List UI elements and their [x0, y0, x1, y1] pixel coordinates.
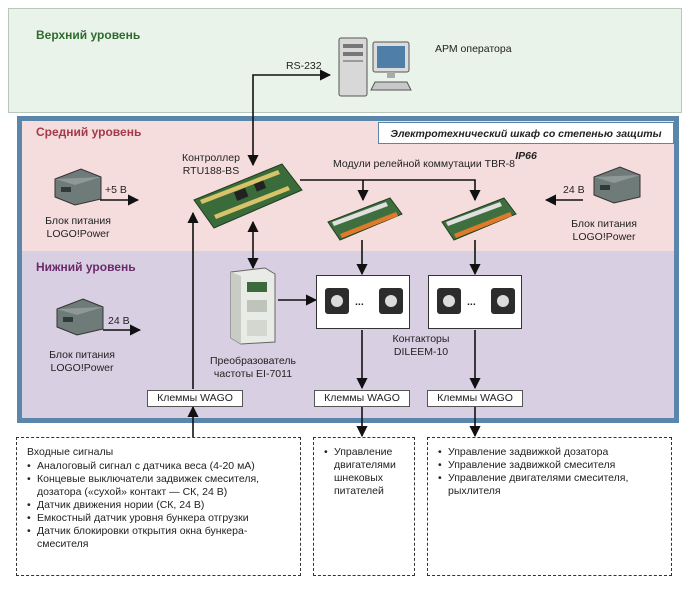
controller-label-line2: RTU188-BS: [182, 165, 240, 177]
contactor-group-2: ...: [428, 275, 522, 329]
output-control-item: Управление задвижкой дозатора: [438, 446, 665, 459]
contactors-label-line1: Контакторы: [392, 333, 450, 345]
contactors-label: Контакторы DILEEM-10: [383, 333, 459, 359]
relay-module-1-icon: [327, 197, 403, 241]
controller-relay-bus: [300, 179, 481, 202]
contactor-group-1-icons: [325, 288, 403, 314]
operator-pc-label: АРМ оператора: [435, 43, 512, 55]
power-supply-top-icon: [54, 168, 102, 206]
cabinet-label: Электротехнический шкаф со степенью защи…: [378, 122, 674, 162]
feeder-control-box: Управление двигателями шнековых питателе…: [313, 437, 415, 576]
terminal-block-outputs: Клеммы WAGO: [427, 390, 523, 407]
input-signals-title: Входные сигналы: [27, 446, 114, 458]
contactor-group-2-icons: [437, 288, 515, 314]
feeder-control-list: Управление двигателями шнековых питателе…: [324, 446, 408, 498]
controller-label-line1: Контроллер: [182, 152, 240, 164]
contactors-label-line2: DILEEM-10: [393, 346, 449, 358]
controller-board-icon: [193, 163, 303, 229]
terminal-block-inputs: Клеммы WAGO: [147, 390, 243, 407]
contactor-2-ellipsis: ...: [467, 296, 476, 308]
power-top-label-line1: Блок питания: [45, 215, 111, 227]
frequency-converter-icon: [230, 267, 276, 345]
power-bottom-label-line1: Блок питания: [49, 349, 115, 361]
converter-label-line1: Преобразователь: [209, 355, 297, 367]
input-signals-box: Входные сигналы Аналоговый сигнал с датч…: [16, 437, 301, 576]
power-right-label-line1: Блок питания: [571, 218, 637, 230]
power-bottom-voltage: 24 В: [108, 315, 130, 327]
power-top-label-line2: LOGO!Power: [46, 228, 110, 240]
power-top-label: Блок питания LOGO!Power: [40, 215, 116, 241]
output-control-list: Управление задвижкой дозатора Управление…: [438, 446, 665, 498]
power-bottom-label-line2: LOGO!Power: [50, 362, 114, 374]
power-supply-right-icon: [593, 166, 641, 204]
contactor-1-ellipsis: ...: [355, 296, 364, 308]
input-signal-item: Концевые выключатели задвижек смесителя,…: [27, 473, 294, 499]
input-signal-item: Аналоговый сигнал с датчика веса (4-20 м…: [27, 460, 294, 473]
middle-level-title: Средний уровень: [36, 125, 142, 139]
contactor-group-1: ...: [316, 275, 410, 329]
input-signal-item: Датчик блокировки открытия окна бункера-…: [27, 525, 294, 551]
rs232-label: RS-232: [286, 60, 322, 72]
input-signal-item: Датчик движения нории (СК, 24 В): [27, 499, 294, 512]
power-right-label-line2: LOGO!Power: [572, 231, 636, 243]
controller-label: Контроллер RTU188-BS: [176, 152, 246, 178]
power-supply-bottom-icon: [56, 298, 104, 336]
converter-label-line2: частоты EI-7011: [213, 368, 293, 380]
input-signal-item: Емкостный датчик уровня бункера отгрузки: [27, 512, 294, 525]
relay-module-2-icon: [441, 197, 517, 241]
converter-label: Преобразователь частоты EI-7011: [203, 355, 303, 381]
terminal-block-feeders: Клеммы WAGO: [314, 390, 410, 407]
power-bottom-label: Блок питания LOGO!Power: [44, 349, 120, 375]
power-top-voltage: +5 В: [105, 184, 127, 196]
bottom-level-title: Нижний уровень: [36, 260, 136, 274]
relay-modules-label: Модули релейной коммутации TBR-8: [333, 158, 515, 170]
input-signals-list: Аналоговый сигнал с датчика веса (4-20 м…: [27, 460, 294, 551]
feeder-control-item: Управление двигателями шнековых питателе…: [324, 446, 408, 498]
output-control-box: Управление задвижкой дозатора Управление…: [427, 437, 672, 576]
power-right-label: Блок питания LOGO!Power: [566, 218, 642, 244]
output-control-item: Управление задвижкой смесителя: [438, 459, 665, 472]
top-level-title: Верхний уровень: [36, 28, 141, 42]
rs232-link: [247, 69, 332, 167]
power-right-voltage: 24 В: [563, 184, 585, 196]
computer-icon: [338, 37, 412, 97]
output-control-item: Управление двигателями смесителя, рыхлит…: [438, 472, 665, 498]
